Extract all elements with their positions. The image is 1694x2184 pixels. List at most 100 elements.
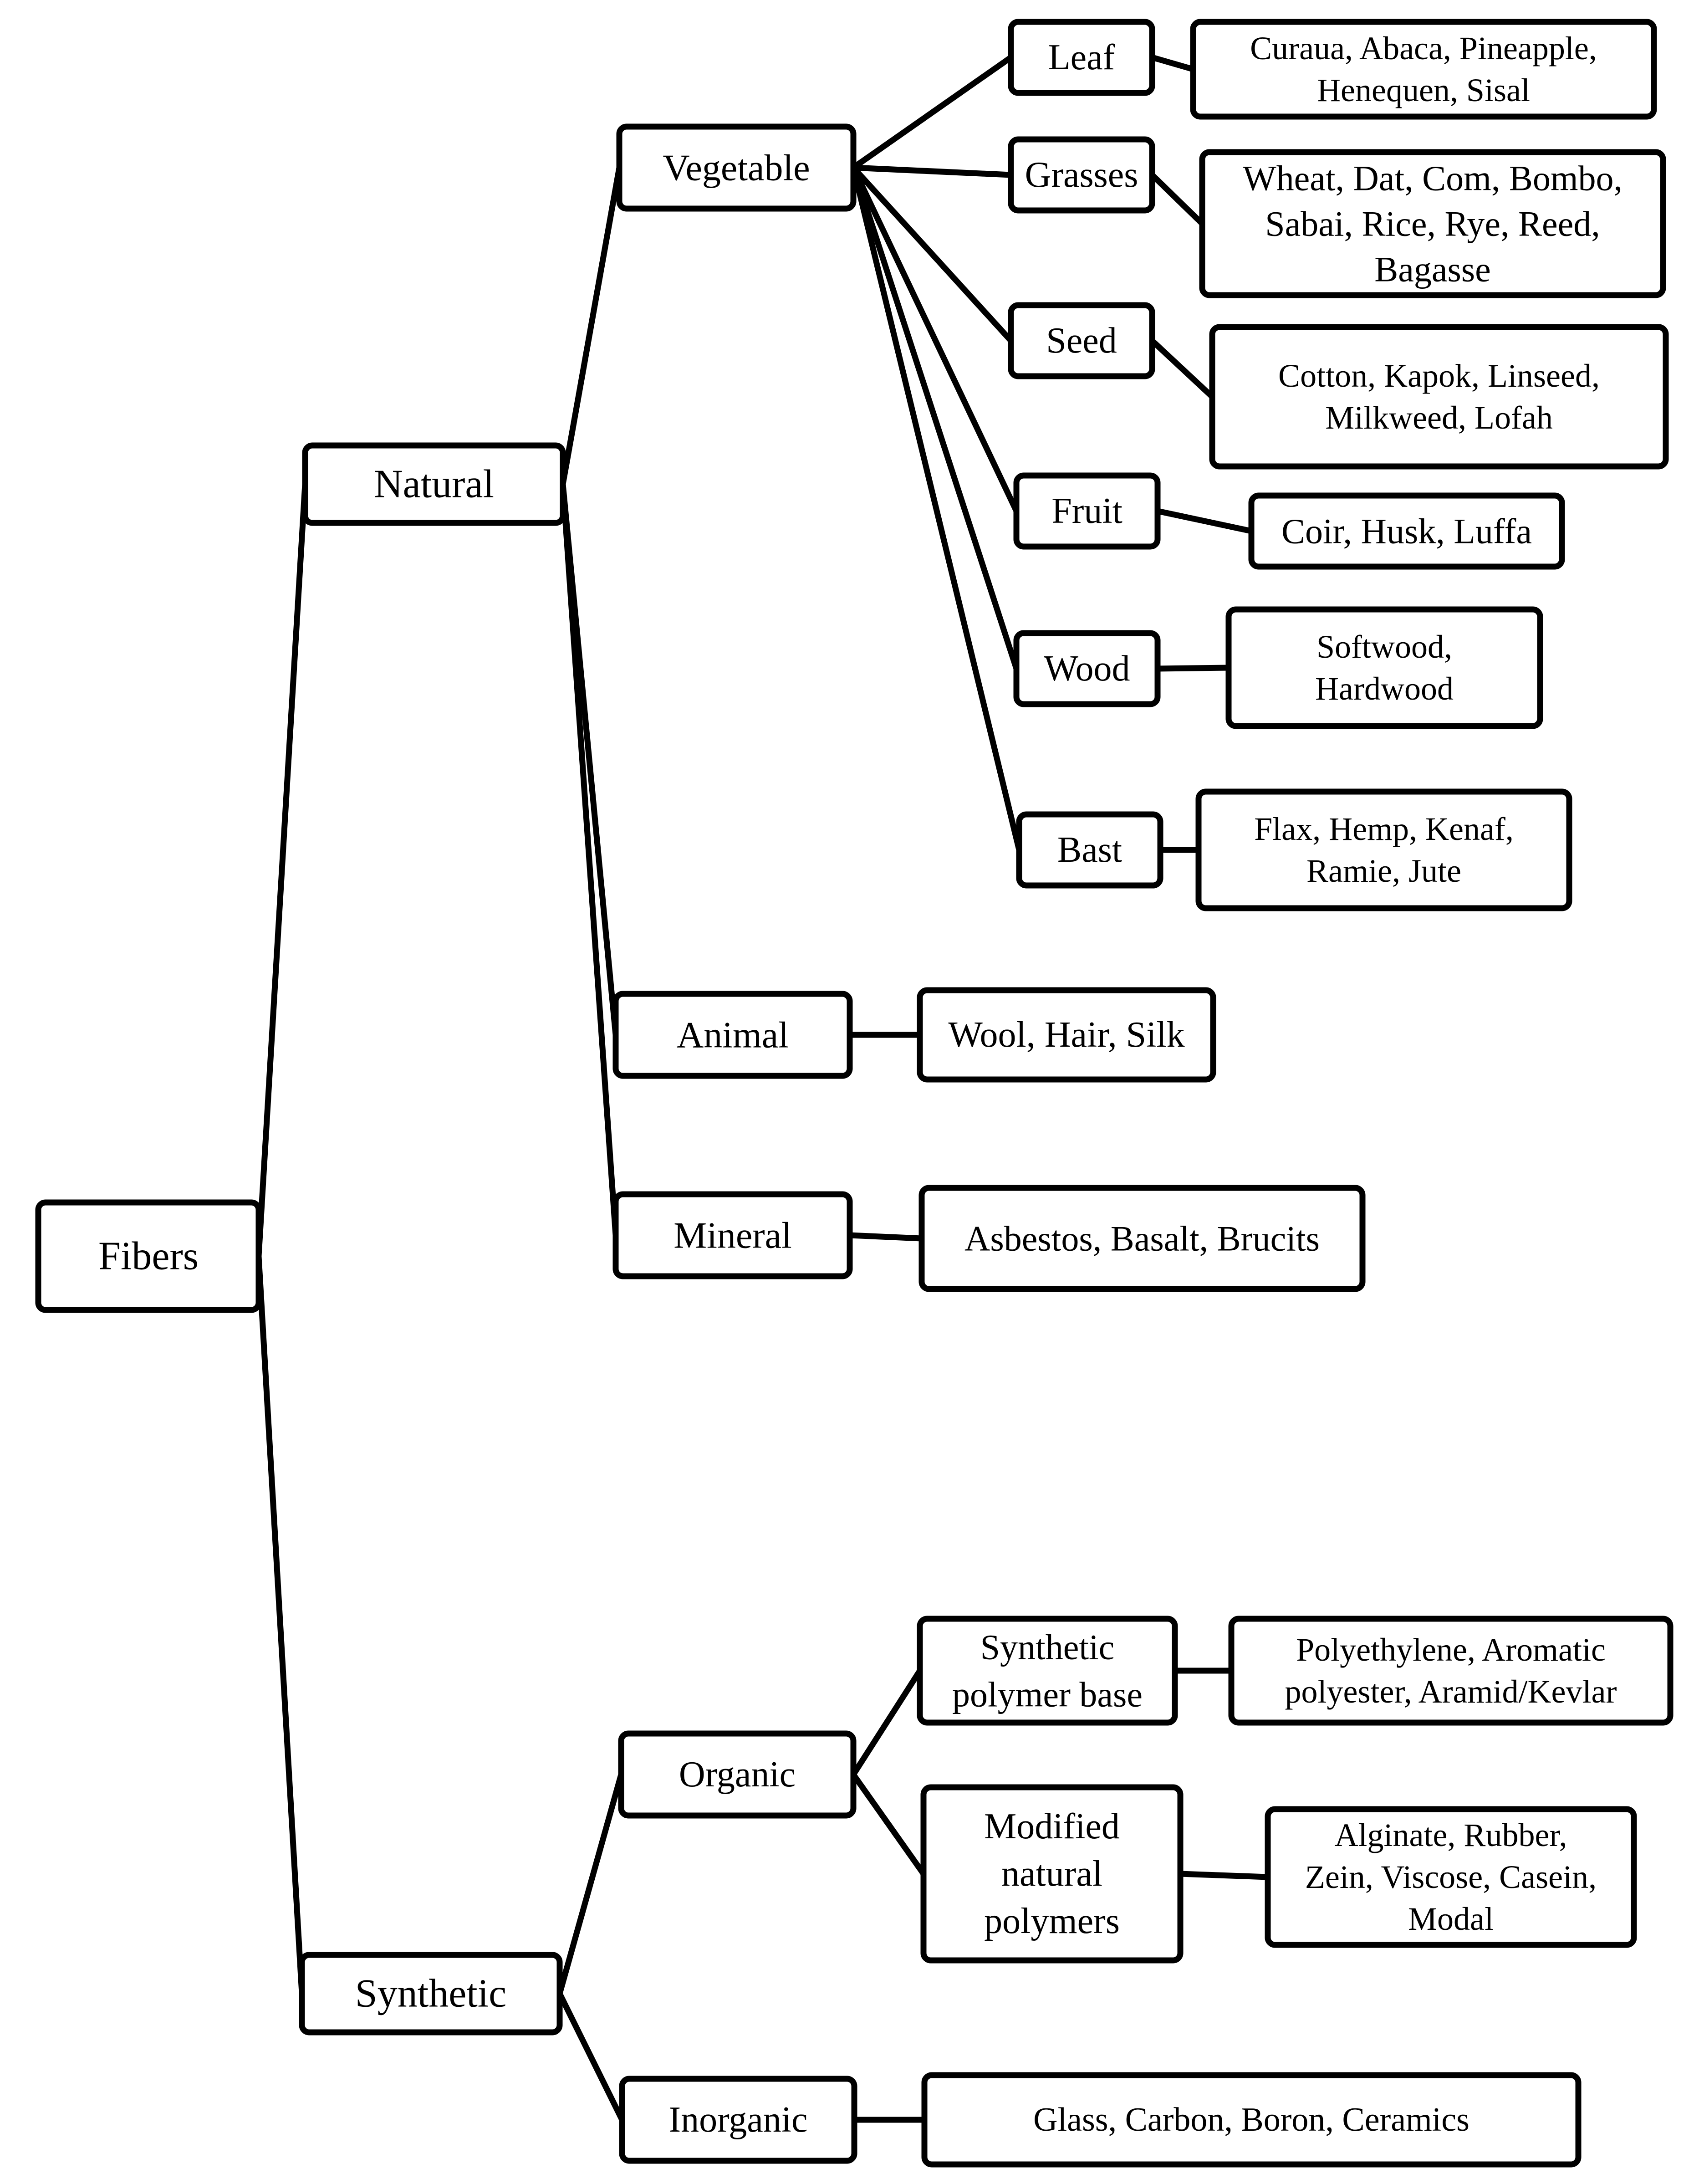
node-label-synthetic-polymer-base-line-1: Synthetic	[980, 1627, 1115, 1667]
node-label-seed-examples-line-1: Cotton, Kapok, Linseed,	[1278, 358, 1600, 394]
node-label-leaf: Leaf	[1048, 37, 1115, 77]
node-box-seed	[1008, 302, 1155, 379]
node-fruit: Fruit	[1013, 472, 1161, 550]
node-fibers: Fibers	[35, 1199, 262, 1313]
node-box-bast-examples	[1195, 788, 1572, 911]
node-box-bast	[1016, 811, 1163, 889]
edge-fibers-to-synthetic	[255, 1253, 305, 1997]
node-label-inorganic-examples: Glass, Carbon, Boron, Ceramics	[1033, 2101, 1469, 2138]
edge-vegetable-to-bast	[850, 164, 1022, 853]
edge-modified-natural-polymers-to-modified-polymer-examples	[1177, 1871, 1271, 1880]
node-label-wood: Wood	[1044, 649, 1130, 689]
node-animal: Animal	[612, 991, 853, 1079]
node-label-bast-examples-line-2: Ramie, Jute	[1306, 853, 1461, 889]
node-label-grasses: Grasses	[1025, 155, 1138, 195]
edge-organic-to-modified-natural-polymers	[850, 1771, 927, 1877]
edge-vegetable-to-wood	[850, 164, 1020, 672]
node-label-wood-examples-line-2: Hardwood	[1315, 670, 1454, 707]
node-box-synthetic-polymer-base	[917, 1616, 1178, 1726]
node-label-modified-natural-polymers-line-2: natural	[1001, 1854, 1102, 1894]
edge-vegetable-to-fruit	[850, 164, 1020, 514]
edge-fruit-to-fruit-examples	[1154, 508, 1255, 534]
node-box-wood-examples	[1225, 606, 1543, 729]
edge-synthetic-to-inorganic	[556, 1990, 625, 2123]
node-box-modified-natural-polymers	[920, 1784, 1184, 1964]
node-box-seed-examples	[1209, 324, 1669, 470]
node-organic: Organic	[618, 1730, 857, 1819]
node-box-vegetable	[616, 123, 857, 212]
edge-natural-to-vegetable	[560, 164, 622, 487]
node-synthetic: Synthetic	[299, 1952, 563, 2036]
node-label-mineral-examples: Asbestos, Basalt, Brucits	[964, 1219, 1320, 1258]
node-label-leaf-examples-line-2: Henequen, Sisal	[1317, 72, 1530, 108]
node-leaf: Leaf	[1008, 19, 1155, 96]
node-box-grasses	[1008, 136, 1155, 214]
node-label-leaf-examples-line-1: Curaua, Abaca, Pineapple,	[1250, 30, 1597, 66]
node-label-mineral: Mineral	[674, 1215, 792, 1256]
edge-leaf-to-leaf-examples	[1149, 54, 1196, 72]
node-box-mineral	[612, 1191, 853, 1279]
edge-fibers-to-natural	[255, 481, 308, 1259]
node-label-synthetic-polymer-examples-line-2: polyester, Aramid/Kevlar	[1285, 1673, 1617, 1710]
node-wood-examples: Softwood, Hardwood	[1225, 606, 1543, 729]
node-label-modified-polymer-examples-line-3: Modal	[1408, 1901, 1494, 1937]
node-label-fruit: Fruit	[1051, 491, 1123, 531]
node-label-natural: Natural	[374, 462, 494, 506]
node-label-animal: Animal	[677, 1014, 789, 1056]
node-label-seed-examples-line-2: Milkweed, Lofah	[1325, 399, 1553, 436]
edge-wood-to-wood-examples	[1154, 665, 1232, 672]
node-box-wood	[1013, 630, 1161, 707]
node-synthetic-polymer-examples: Polyethylene, Aromatic polyester, Aramid/…	[1228, 1616, 1674, 1726]
node-wood: Wood	[1013, 630, 1161, 707]
node-bast: Bast	[1016, 811, 1163, 889]
diagram-edges	[255, 54, 1271, 2123]
node-label-modified-polymer-examples-line-1: Alginate, Rubber,	[1335, 1817, 1567, 1853]
node-label-synthetic-polymer-examples-line-1: Polyethylene, Aromatic	[1296, 1632, 1606, 1668]
node-grasses: Grasses	[1008, 136, 1155, 214]
node-label-modified-polymer-examples-line-2: Zein, Viscose, Casein,	[1305, 1859, 1597, 1895]
node-box-grasses-examples	[1199, 149, 1666, 298]
node-vegetable: Vegetable	[616, 123, 857, 212]
node-box-synthetic	[299, 1952, 563, 2036]
node-fruit-examples: Coir, Husk, Luffa	[1248, 492, 1565, 570]
node-inorganic-examples: Glass, Carbon, Boron, Ceramics	[921, 2072, 1582, 2168]
node-label-fruit-examples: Coir, Husk, Luffa	[1281, 511, 1532, 551]
edge-synthetic-to-organic	[556, 1771, 624, 1997]
node-box-fruit-examples	[1248, 492, 1565, 570]
node-modified-polymer-examples: Alginate, Rubber, Zein, Viscose, Casein, M…	[1265, 1806, 1637, 1948]
node-label-modified-natural-polymers-line-1: Modified	[984, 1806, 1120, 1846]
node-box-synthetic-polymer-examples	[1228, 1616, 1674, 1726]
node-animal-examples: Wool, Hair, Silk	[917, 987, 1216, 1083]
node-box-organic	[618, 1730, 857, 1819]
node-box-animal	[612, 991, 853, 1079]
edge-seed-to-seed-examples	[1149, 338, 1215, 400]
node-box-mineral-examples	[918, 1185, 1366, 1292]
node-inorganic: Inorganic	[619, 2076, 857, 2164]
edge-organic-to-synthetic-polymer-base	[850, 1667, 923, 1778]
node-box-fruit	[1013, 472, 1161, 550]
node-seed: Seed	[1008, 302, 1155, 379]
node-label-synthetic: Synthetic	[355, 1972, 506, 2016]
node-label-animal-examples: Wool, Hair, Silk	[948, 1015, 1184, 1055]
node-box-leaf	[1008, 19, 1155, 96]
node-box-animal-examples	[917, 987, 1216, 1083]
edge-natural-to-mineral	[560, 481, 619, 1238]
edge-vegetable-to-seed	[850, 164, 1014, 344]
node-label-synthetic-polymer-base-line-2: polymer base	[952, 1675, 1143, 1714]
node-box-natural	[302, 442, 566, 526]
node-label-wood-examples-line-1: Softwood,	[1316, 629, 1452, 665]
node-label-fibers: Fibers	[98, 1234, 199, 1279]
node-label-grasses-examples-line-3: Bagasse	[1374, 250, 1491, 289]
edge-vegetable-to-leaf	[850, 54, 1014, 171]
node-box-leaf-examples	[1190, 19, 1657, 120]
node-box-modified-polymer-examples	[1265, 1806, 1637, 1948]
node-box-fibers	[35, 1199, 262, 1313]
node-label-bast-examples-line-1: Flax, Hemp, Kenaf,	[1254, 811, 1514, 847]
node-label-bast: Bast	[1057, 830, 1122, 870]
node-box-inorganic	[619, 2076, 857, 2164]
node-synthetic-polymer-base: Synthetic polymer base	[917, 1616, 1178, 1726]
node-box-inorganic-examples	[921, 2072, 1582, 2168]
